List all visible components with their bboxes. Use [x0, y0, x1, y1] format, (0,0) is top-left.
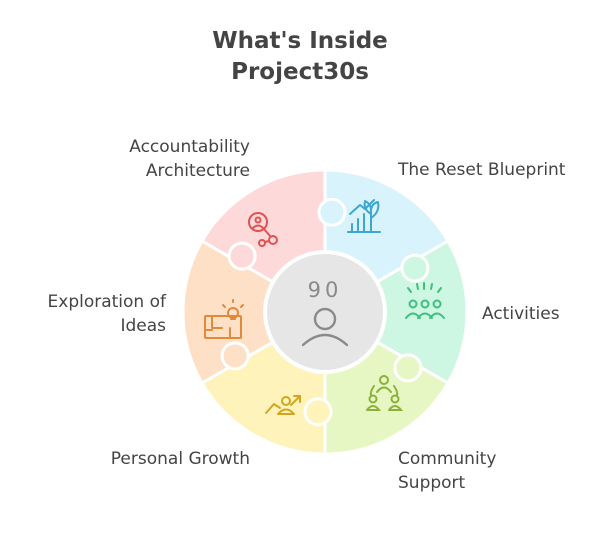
- diagram-title: What's Inside Project30s: [0, 26, 600, 88]
- person-target-icon: [248, 212, 278, 247]
- puzzle-tab: [393, 353, 423, 383]
- segment-activities: [321, 238, 469, 386]
- lightbulb-blueprint-icon: [204, 299, 244, 339]
- center-disc: [263, 250, 387, 374]
- center-badge-text: 90: [308, 278, 343, 302]
- title-line-1: What's Inside: [212, 28, 388, 54]
- title-line-2: Project30s: [231, 59, 369, 85]
- group-celebration-icon: [405, 282, 445, 319]
- segment-exploration-of-ideas: [181, 238, 329, 386]
- puzzle-tab: [400, 253, 430, 283]
- label-activities: Activities: [482, 304, 560, 324]
- person-icon: [301, 307, 349, 347]
- growth-plant-icon: [347, 199, 381, 233]
- puzzle-tab: [220, 341, 250, 371]
- community-network-icon: [366, 375, 404, 411]
- label-accountability-architecture: Accountability Architecture: [129, 137, 250, 181]
- puzzle-tab: [317, 197, 347, 227]
- person-upward-arrow-icon: [265, 395, 301, 415]
- label-community-support: Community Support: [398, 449, 497, 493]
- label-exploration-of-ideas: Exploration of Ideas: [47, 292, 166, 336]
- label-reset-blueprint: The Reset Blueprint: [398, 160, 566, 180]
- puzzle-tab: [303, 397, 333, 427]
- label-personal-growth: Personal Growth: [110, 449, 250, 469]
- puzzle-tab: [227, 241, 257, 271]
